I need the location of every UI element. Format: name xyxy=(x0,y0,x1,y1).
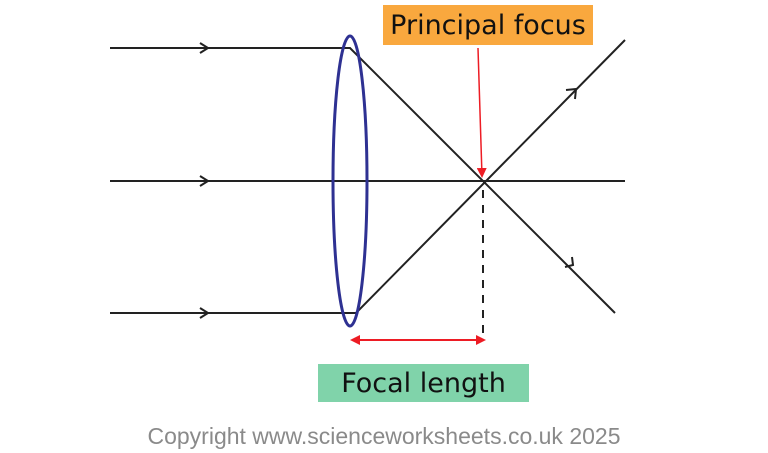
copyright-text: Copyright www.scienceworksheets.co.uk 20… xyxy=(147,423,621,449)
arrowhead-bottom-in xyxy=(199,307,210,319)
focal-length-label: Focal length xyxy=(318,364,529,402)
ray-top xyxy=(110,47,616,314)
principal-focus-label: Principal focus xyxy=(383,5,593,45)
arrowhead-top-in xyxy=(199,42,210,54)
arrowhead-middle-in xyxy=(199,175,210,187)
arrowhead-top-out xyxy=(565,87,578,100)
convex-lens xyxy=(331,34,369,328)
arrowhead-bottom-out xyxy=(564,256,575,268)
principal-focus-pointer xyxy=(476,47,487,178)
